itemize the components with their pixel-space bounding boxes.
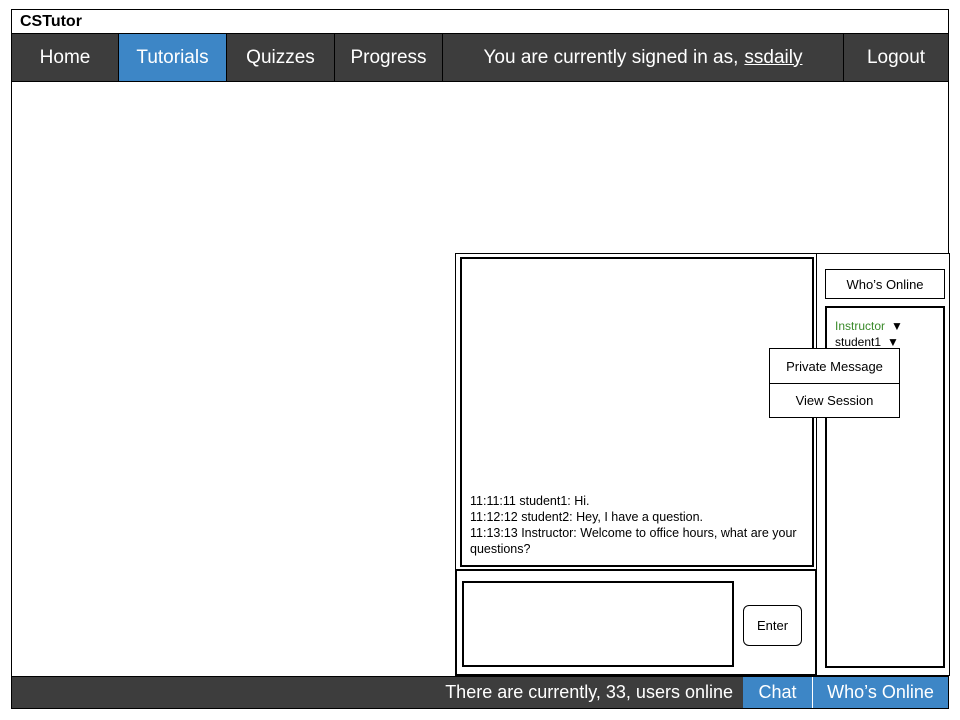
user-context-menu: Private Message View Session: [769, 348, 900, 418]
private-message-option[interactable]: Private Message: [786, 358, 883, 374]
nav-progress[interactable]: Progress: [335, 34, 443, 81]
chat-message: 11:13:13 Instructor: Welcome to office h…: [470, 526, 797, 556]
view-session-option[interactable]: View Session: [770, 383, 899, 417]
users-online-status: There are currently, 33, users online: [445, 682, 733, 702]
nav-home[interactable]: Home: [12, 34, 119, 81]
chat-tab-button[interactable]: Chat: [743, 677, 813, 708]
app-title: CSTutor: [11, 9, 949, 33]
dropdown-caret-icon[interactable]: ▼: [891, 319, 903, 333]
online-user-name: Instructor: [835, 319, 886, 333]
online-user-name: student1: [835, 335, 882, 349]
nav-quizzes[interactable]: Quizzes: [227, 34, 335, 81]
footer-bar: There are currently, 33, users online Ch…: [11, 676, 949, 709]
chat-message: 11:12:12 student2: Hey, I have a questio…: [470, 510, 704, 524]
online-user-student1[interactable]: student1 ▼: [835, 334, 943, 350]
online-heading: Who’s Online: [825, 269, 945, 299]
nav-logout[interactable]: Logout: [866, 46, 926, 68]
chat-log: 11:11:11 student1: Hi. 11:12:12 student2…: [460, 257, 814, 567]
chat-input[interactable]: [462, 581, 734, 667]
dropdown-caret-icon[interactable]: ▼: [887, 335, 899, 349]
online-user-instructor[interactable]: Instructor ▼: [835, 318, 943, 334]
whos-online-tab-button[interactable]: Who’s Online: [813, 677, 948, 708]
username-link[interactable]: ssdaily: [744, 46, 803, 68]
top-navbar: Home Tutorials Quizzes Progress You are …: [11, 33, 949, 82]
signed-in-status: You are currently signed in as, ssdaily: [443, 34, 844, 81]
enter-button[interactable]: Enter: [743, 605, 802, 646]
chat-message: 11:11:11 student1: Hi.: [470, 494, 590, 508]
nav-tutorials[interactable]: Tutorials: [119, 34, 227, 81]
chat-messages: 11:11:11 student1: Hi. 11:12:12 student2…: [470, 493, 804, 557]
signed-in-prefix: You are currently signed in as,: [483, 46, 739, 68]
